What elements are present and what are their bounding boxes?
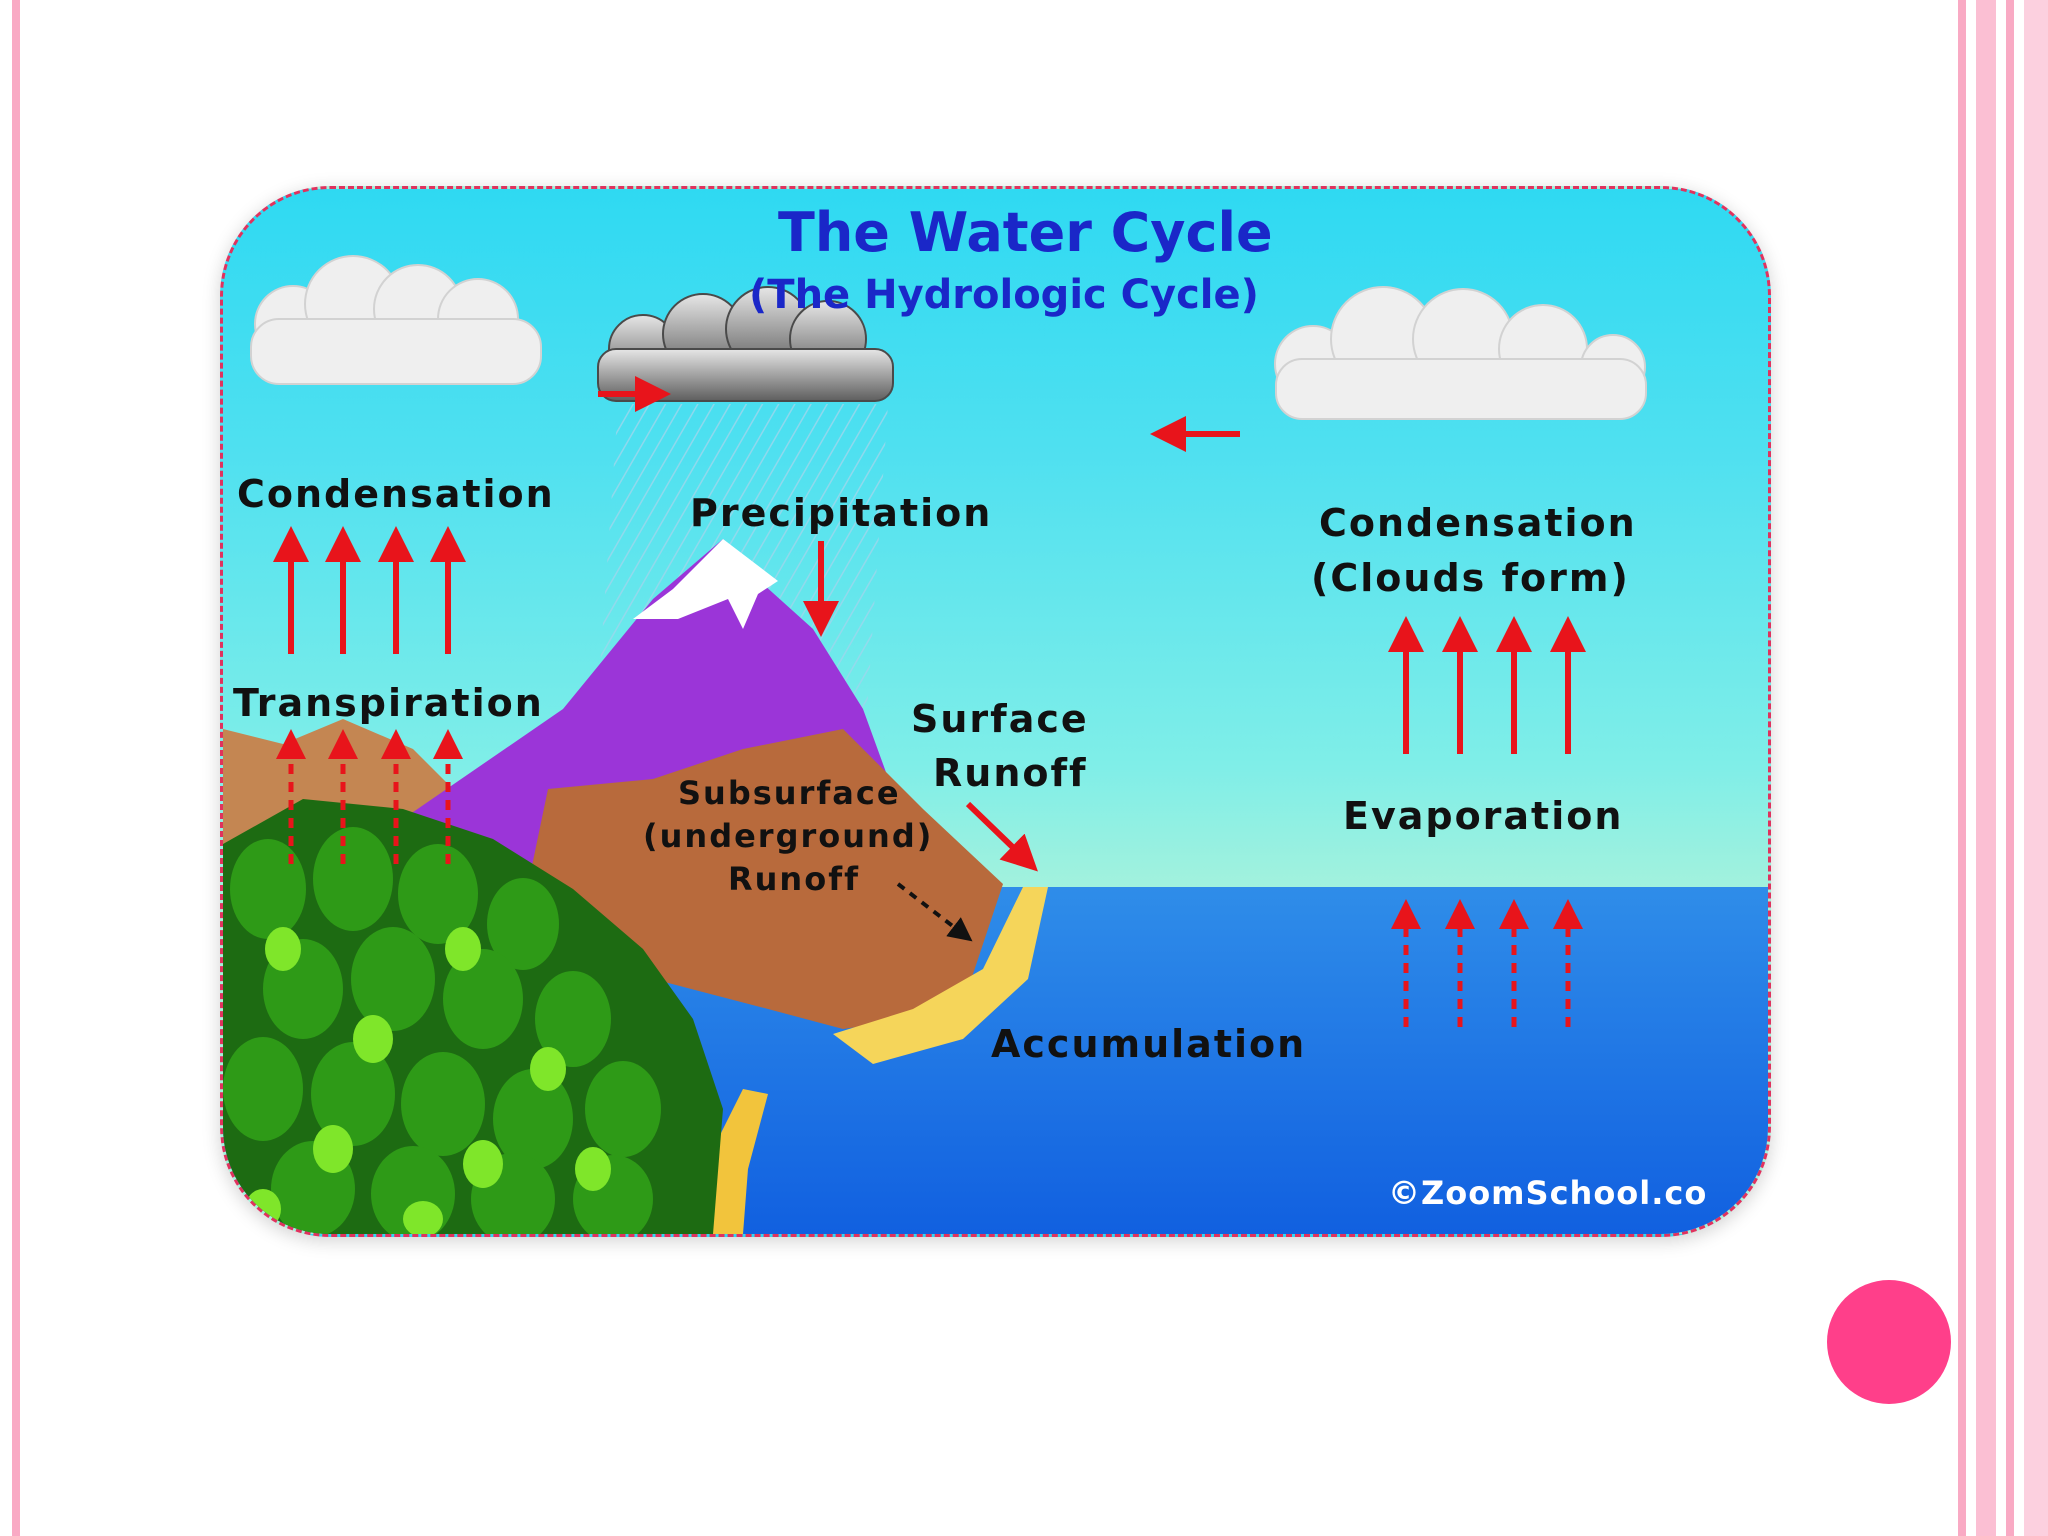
label-transpiration: Transpiration [233, 681, 544, 725]
left-border-stripe [12, 0, 20, 1536]
right-border-stripe-edge [2024, 0, 2048, 1536]
label-surface-runoff-line2: Runoff [933, 751, 1088, 795]
shore-sand [703, 1089, 768, 1234]
condensation-right-arrows [1388, 616, 1586, 754]
right-border-band [1976, 0, 1996, 1536]
label-subsurface-line2: (underground) [643, 817, 934, 855]
right-border-stripe-inner [1958, 0, 1966, 1536]
label-condensation-right-line2: (Clouds form) [1311, 556, 1630, 600]
credit-text: ©ZoomSchool.co [1388, 1174, 1708, 1212]
water-cycle-diagram: The Water Cycle (The Hydrologic Cycle) C… [220, 186, 1771, 1237]
diagram-subtitle: (The Hydrologic Cycle) [749, 272, 1259, 318]
label-condensation-right-line1: Condensation [1319, 501, 1637, 545]
label-accumulation: Accumulation [991, 1022, 1307, 1066]
label-precipitation: Precipitation [690, 491, 993, 535]
label-condensation-left: Condensation [237, 472, 555, 516]
snow-cap [633, 539, 778, 629]
diagram-title: The Water Cycle [778, 201, 1273, 264]
rain-cloud [597, 286, 894, 402]
forest [223, 799, 723, 1234]
label-surface-runoff-line1: Surface [911, 697, 1089, 741]
surface-runoff-arrow [965, 801, 1038, 872]
condensation-left-arrows [273, 526, 466, 654]
cloud-left [250, 255, 542, 385]
beach-sand [833, 887, 1048, 1064]
cloud-right [1274, 286, 1647, 420]
diagram-scene [223, 255, 1768, 1234]
label-evaporation: Evaporation [1343, 794, 1624, 838]
label-subsurface-line1: Subsurface [678, 774, 901, 812]
transpiration-arrows [276, 729, 463, 864]
evaporation-arrows [1391, 899, 1583, 1027]
label-subsurface-line3: Runoff [728, 860, 861, 898]
right-border-stripe-outer [2006, 0, 2014, 1536]
decorative-dot [1827, 1280, 1951, 1404]
